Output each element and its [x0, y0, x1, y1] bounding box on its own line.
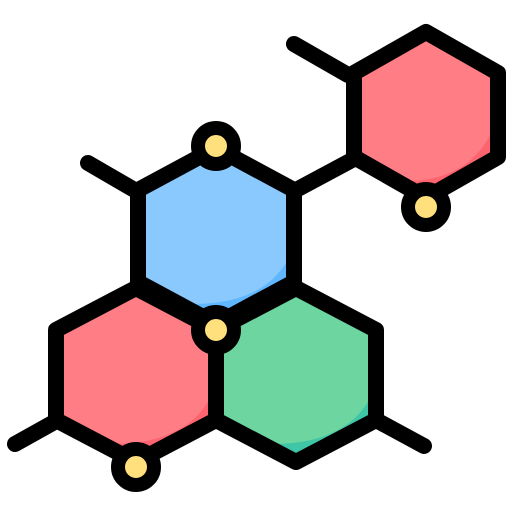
atom-nodes: [111, 121, 451, 492]
hexagon-green: [208, 280, 384, 470]
atom-node-top: [191, 121, 241, 171]
atom-node-right: [401, 182, 451, 232]
atom-node-center: [191, 305, 241, 355]
atom-node-bottom: [111, 442, 161, 492]
